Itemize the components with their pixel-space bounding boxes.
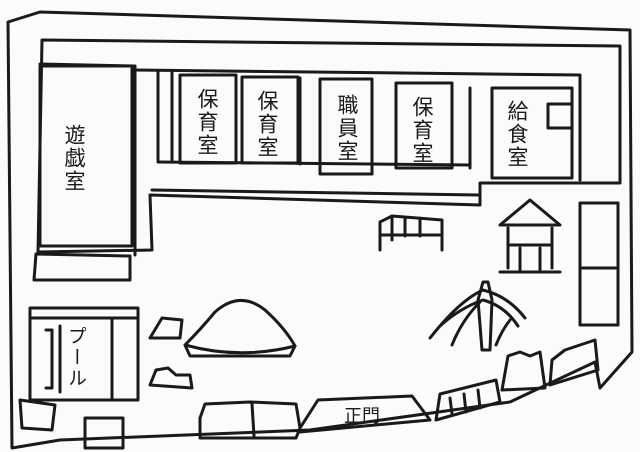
fence-1 <box>434 378 502 422</box>
climbing-dome <box>428 280 527 352</box>
blocks <box>148 366 194 390</box>
pool-label: プール <box>65 325 87 389</box>
rock-small <box>148 316 184 340</box>
kitchen-room <box>490 86 574 180</box>
sand-hill <box>183 299 297 355</box>
gate-house <box>83 416 125 450</box>
fence-3 <box>548 338 600 387</box>
gazebo <box>498 198 562 274</box>
nursery-3-label: 保育室 <box>410 95 434 165</box>
staff-room-label: 職員室 <box>335 93 359 163</box>
playroom-label: 遊戯室 <box>62 123 86 193</box>
kitchen-label: 給食室 <box>505 99 529 169</box>
nursery-1-label: 保育室 <box>195 87 219 157</box>
pool-area <box>28 306 140 402</box>
storage-shed <box>578 201 620 327</box>
nursery-room-2 <box>240 75 300 165</box>
nursery-room-1 <box>178 73 238 165</box>
fence-2 <box>500 350 547 392</box>
main-gate <box>298 394 432 434</box>
site-boundary <box>6 10 634 450</box>
staff-room <box>318 77 374 176</box>
playroom-room <box>38 64 134 248</box>
main-gate-label: 正門 <box>344 406 380 427</box>
building-outline <box>36 38 622 254</box>
bench-structure <box>198 400 302 440</box>
jungle-gym <box>378 214 444 252</box>
nursery-2-label: 保育室 <box>255 89 279 159</box>
